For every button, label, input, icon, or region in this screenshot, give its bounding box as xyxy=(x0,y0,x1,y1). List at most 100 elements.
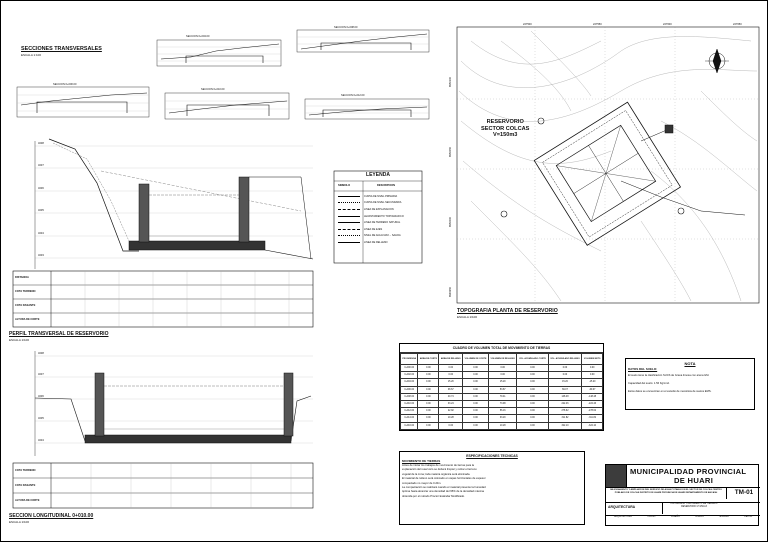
table-cell: 0.00 xyxy=(516,385,549,394)
profile-row-label: COTA TERRENO xyxy=(15,290,36,293)
plan-scale: ESCALA 1/100 xyxy=(457,315,478,319)
table-cell: 0.00 xyxy=(516,414,549,423)
specs-lines: Antes de iniciar los trabajos de movimie… xyxy=(402,464,582,499)
table-cell: 0.00 xyxy=(516,371,549,380)
specs-line: obtenida por el método Proctor Estándar … xyxy=(402,494,465,498)
table-cell: 0.00 xyxy=(417,371,440,380)
table-cell: 22.92 xyxy=(438,407,464,416)
table-cell: 53.87 xyxy=(487,385,518,394)
table-cell: 73.98 xyxy=(487,399,518,409)
longitudinal-scale: ESCALA 1/100 xyxy=(9,520,30,524)
table-header: VOL. ACUMULADO RELLENO xyxy=(547,353,583,365)
table-cell: 56.16 xyxy=(487,407,518,416)
legend-item: CURVA DE NIVEL SECUNDARIA xyxy=(338,200,420,207)
table-cell: 0+012.00 xyxy=(399,407,419,416)
legend-col-symbol: SIMBOLO xyxy=(338,184,351,187)
note-subtitle: DATOS DEL SUELO: xyxy=(628,367,658,371)
table-cell: -278.62 xyxy=(581,407,603,416)
table-cell: 0.00 xyxy=(462,385,489,394)
mini-section-label: SECCION 0+000.00 xyxy=(53,83,77,86)
table-header: VOLUMEN DE CORTE xyxy=(462,353,489,365)
table-header: VOL. ACUMULADO CORTE xyxy=(516,353,549,365)
reservoir-label: RESERVORIO SECTOR COLCAS V=150m3 xyxy=(481,119,530,139)
table-cell: 0.00 xyxy=(581,371,603,380)
table-header-row: PROGRESIVA AREA DE CORTE AREA DE RELLENO… xyxy=(399,353,603,365)
tb-field: DISEÑO xyxy=(671,516,680,518)
project-name: MEJORAMIENTO Y AMPLIACION DEL SERVICIO D… xyxy=(610,489,722,495)
legend-item: NIVEL DE AGUA MAX. - SALIDA xyxy=(338,233,420,240)
elevation-label: 3237 xyxy=(38,373,44,376)
table-cell: 0.00 xyxy=(516,421,549,430)
table-cell: 0.00 xyxy=(516,407,549,416)
profile-scale: ESCALA 1/100 xyxy=(9,338,30,342)
table-cell: 10.28 xyxy=(438,414,464,423)
profile-row-label: ALTURA DE CORTE xyxy=(15,318,40,321)
table-cell: 0.00 xyxy=(417,399,440,409)
table-cell: 0.00 xyxy=(487,363,518,373)
table-cell: 0.00 xyxy=(438,421,464,430)
grid-label: 8949950 xyxy=(449,286,452,297)
specs-line: La compactación se realizará cuando el m… xyxy=(402,486,486,490)
earthwork-table: PROGRESIVA AREA DE CORTE AREA DE RELLENO… xyxy=(399,353,603,430)
mini-section-label: SECCION 0+012.00 xyxy=(341,94,365,97)
table-cell: 0+002.00 xyxy=(399,371,419,380)
specs-box: ESPECIFICACIONES TECNICAS MOVIMIENTO DE … xyxy=(399,451,585,525)
note-line: Capacidad del suelo: 1.56 Kg/cm2. xyxy=(628,382,670,385)
earthwork-title: CUADRO DE VOLUMEN TOTAL DE MOVIMIENTO DE… xyxy=(400,344,603,353)
table-cell: -69.07 xyxy=(581,385,603,394)
legend-col-desc: DESCRIPCION xyxy=(377,184,396,187)
table-cell: 15.20 xyxy=(487,378,518,387)
legend-item: LINEA DE EJES xyxy=(338,226,420,233)
table-cell: 0.00 xyxy=(417,414,440,423)
table-cell: 0.00 xyxy=(417,378,440,387)
table-cell: -322.10 xyxy=(581,421,603,430)
specs-line: Antes de iniciar los trabajos de movimie… xyxy=(402,464,475,467)
elevation-label: 3238 xyxy=(38,142,44,145)
tb-field: DIBUJO xyxy=(695,516,704,518)
grid-label: 227500 xyxy=(523,23,532,26)
table-cell: 0+004.00 xyxy=(399,378,419,387)
tb-field: PLANO xyxy=(647,516,656,518)
table-cell: 0.00 xyxy=(438,371,464,380)
profile-row-label: DISTANCIA xyxy=(15,276,29,279)
table-cell: 0.00 xyxy=(581,363,603,373)
mini-section-label: SECCION 0+010.00 xyxy=(201,88,225,91)
specs-line: El material de relleno será colocado en … xyxy=(402,477,486,481)
legend-list: CURVA DE NIVEL PRIMARIA CURVA DE NIVEL S… xyxy=(338,193,420,246)
plan-title: TOPOGRAFIA PLANTA DE RESERVORIO xyxy=(457,308,558,314)
specialty: ARQUITECTURA xyxy=(608,505,636,509)
table-cell: 15.20 xyxy=(438,378,464,387)
table-cell: 148.48 xyxy=(547,392,583,401)
longitudinal-row-label: COTA RASANTE xyxy=(15,484,36,487)
legend-item: LINEA DE EXPLANACION xyxy=(338,206,420,213)
specs-line: compactado no mayor de 0.20m. xyxy=(402,481,442,485)
table-cell: 0+006.00 xyxy=(399,385,419,394)
elevation-label: 3234 xyxy=(38,232,44,235)
table-cell: 0+008.00 xyxy=(399,392,419,401)
table-cell: 311.82 xyxy=(547,414,583,423)
profile-title: PERFIL TRANSVERSAL DE RESERVORIO xyxy=(9,331,109,337)
grid-label: 227550 xyxy=(593,23,602,26)
table-cell: 0.00 xyxy=(462,407,489,416)
table-cell: 0.00 xyxy=(417,407,440,416)
table-cell: 0.00 xyxy=(547,363,583,373)
grid-label: 227600 xyxy=(663,23,672,26)
table-cell: 278.62 xyxy=(547,407,583,416)
table-cell: 33.24 xyxy=(438,399,464,409)
table-cell: -148.48 xyxy=(581,392,603,401)
earthwork-table-box: CUADRO DE VOLUMEN TOTAL DE MOVIMIENTO DE… xyxy=(399,343,604,431)
table-header: AREA DE CORTE xyxy=(417,353,440,365)
table-cell: -15.20 xyxy=(581,378,603,387)
table-cell: -222.46 xyxy=(581,399,603,409)
table-cell: 40.74 xyxy=(438,392,464,401)
table-header: AREA DE RELLENO xyxy=(438,353,464,365)
table-cell: 0.00 xyxy=(487,371,518,380)
elevation-label: 3234 xyxy=(38,439,44,442)
table-cell: 0.00 xyxy=(516,392,549,401)
table-cell: 0.00 xyxy=(417,421,440,430)
